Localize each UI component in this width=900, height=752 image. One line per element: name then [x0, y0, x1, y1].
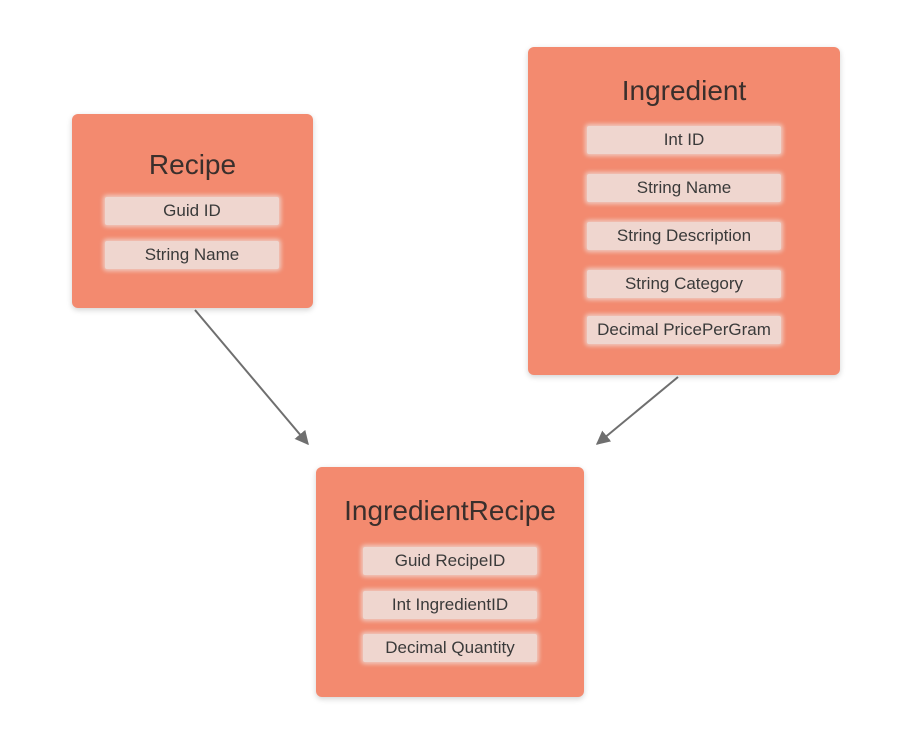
- field-recipe-name: String Name: [105, 241, 279, 269]
- field-ingredient-name: String Name: [587, 174, 781, 202]
- field-ingredient-id: Int ID: [587, 126, 781, 154]
- field-ingredient-pricepergram: Decimal PricePerGram: [587, 316, 781, 344]
- field-ingredientrecipe-quantity: Decimal Quantity: [363, 634, 537, 662]
- field-recipe-id: Guid ID: [105, 197, 279, 225]
- field-ingredientrecipe-ingredientid: Int IngredientID: [363, 591, 537, 619]
- entity-recipe: Recipe Guid ID String Name: [72, 114, 313, 308]
- entity-ingredient: Ingredient Int ID String Name String Des…: [528, 47, 840, 375]
- field-ingredient-category: String Category: [587, 270, 781, 298]
- entity-title-ingredientrecipe: IngredientRecipe: [344, 495, 556, 526]
- field-ingredient-description: String Description: [587, 222, 781, 250]
- entity-title-recipe: Recipe: [148, 149, 237, 180]
- arrow-ingredient-to-ingredientrecipe: [595, 376, 679, 445]
- field-ingredientrecipe-recipeid: Guid RecipeID: [363, 547, 537, 575]
- arrow-recipe-to-ingredientrecipe: [194, 309, 309, 446]
- entity-title-ingredient: Ingredient: [621, 75, 747, 106]
- entity-ingredientrecipe: IngredientRecipe Guid RecipeID Int Ingre…: [316, 467, 584, 697]
